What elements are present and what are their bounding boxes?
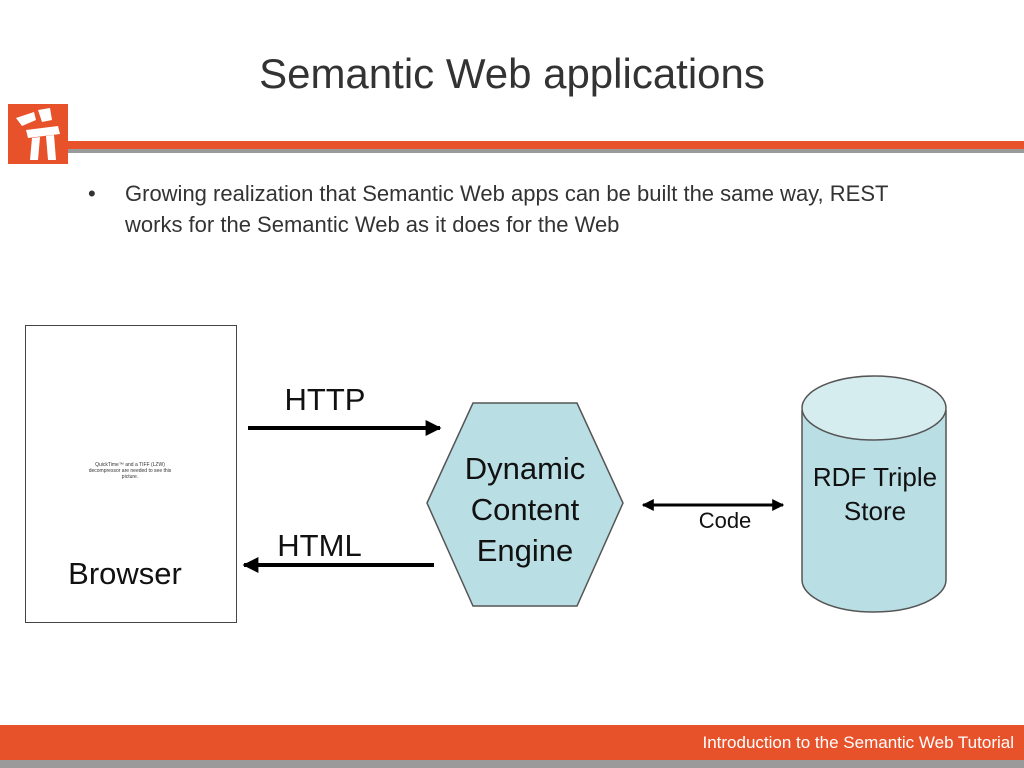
engine-hexagon [426,402,624,607]
http-label: HTTP [284,382,366,417]
bullet-marker: • [88,181,96,206]
rdf-store-cylinder-body [801,410,947,613]
browser-label: Browser [68,556,182,591]
engine-label: Dynamic Content Engine [464,451,586,568]
html-label: HTML [277,528,362,563]
header-rule-gray [68,149,1024,153]
quicktime-placeholder-note: QuickTime™ and a TIFF (LZW) decompressor… [88,462,172,480]
footer-bar [0,725,1024,760]
bullet-text: Growing realization that Semantic Web ap… [125,181,889,237]
header-rule-orange [68,141,1024,149]
rdf-store-cylinder-top [801,375,947,441]
bullet-item: • Growing realization that Semantic Web … [88,178,908,240]
footer-text: Introduction to the Semantic Web Tutoria… [702,733,1014,752]
code-label: Code [698,508,752,533]
footer-stripe [0,760,1024,768]
slide-title: Semantic Web applications [259,50,765,97]
orange-figure-logo-icon [8,104,68,164]
rdf-store-label: RDF Triple Store [812,462,938,526]
browser-box [25,325,237,623]
